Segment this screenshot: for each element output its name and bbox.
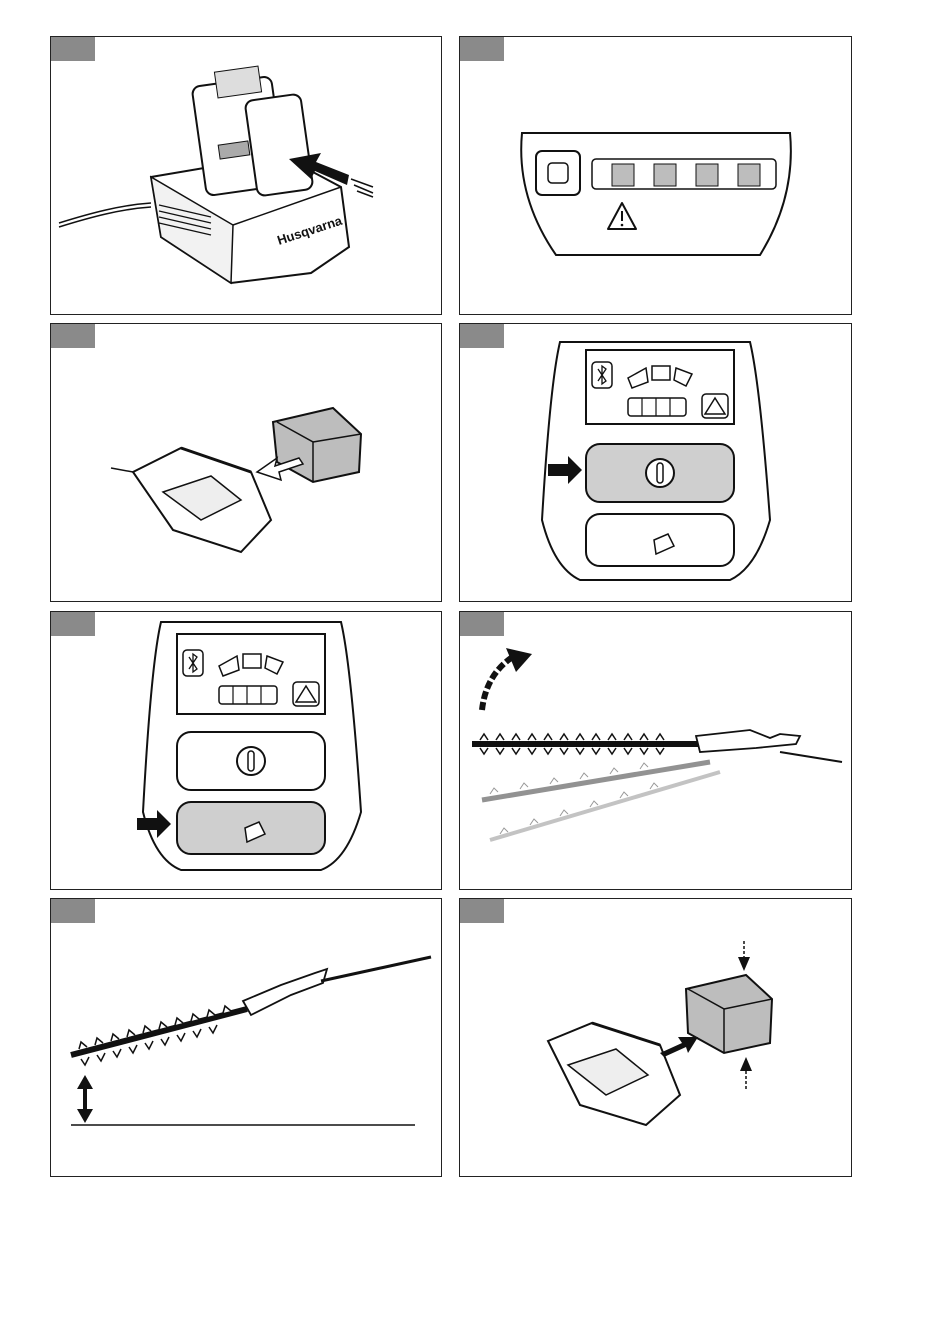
power-icon [237,747,265,775]
cutting-height-illustration [51,899,442,1177]
arrow-icon [740,1057,752,1089]
charger-illustration: Husqvarna [51,37,442,315]
warning-icon [293,682,319,706]
insert-illustration [460,899,852,1177]
bluetooth-icon [183,650,203,676]
arrow-icon [660,1037,698,1057]
panel-angle-button [50,611,442,890]
panel-power-button [459,323,852,602]
led-1 [612,164,634,186]
led-3 [696,164,718,186]
arrow-icon [482,648,532,710]
removal-illustration [51,324,442,602]
panel-battery-insert [459,898,852,1177]
arrow-icon [77,1075,93,1123]
panel-battery-indicator [459,36,852,315]
power-icon [646,459,674,487]
warning-icon [702,394,728,418]
panel-blade-angle [459,611,852,890]
keypad-illustration [460,324,852,602]
led-2 [654,164,676,186]
arrow-icon [738,941,750,971]
indicator-illustration [460,37,852,315]
led-4 [738,164,760,186]
panel-battery-removal [50,323,442,602]
keypad-illustration [51,612,442,890]
blade-angle-illustration [460,612,852,890]
panel-charger: Husqvarna [50,36,442,315]
panel-cutting-height [50,898,442,1177]
bluetooth-icon [592,362,612,388]
